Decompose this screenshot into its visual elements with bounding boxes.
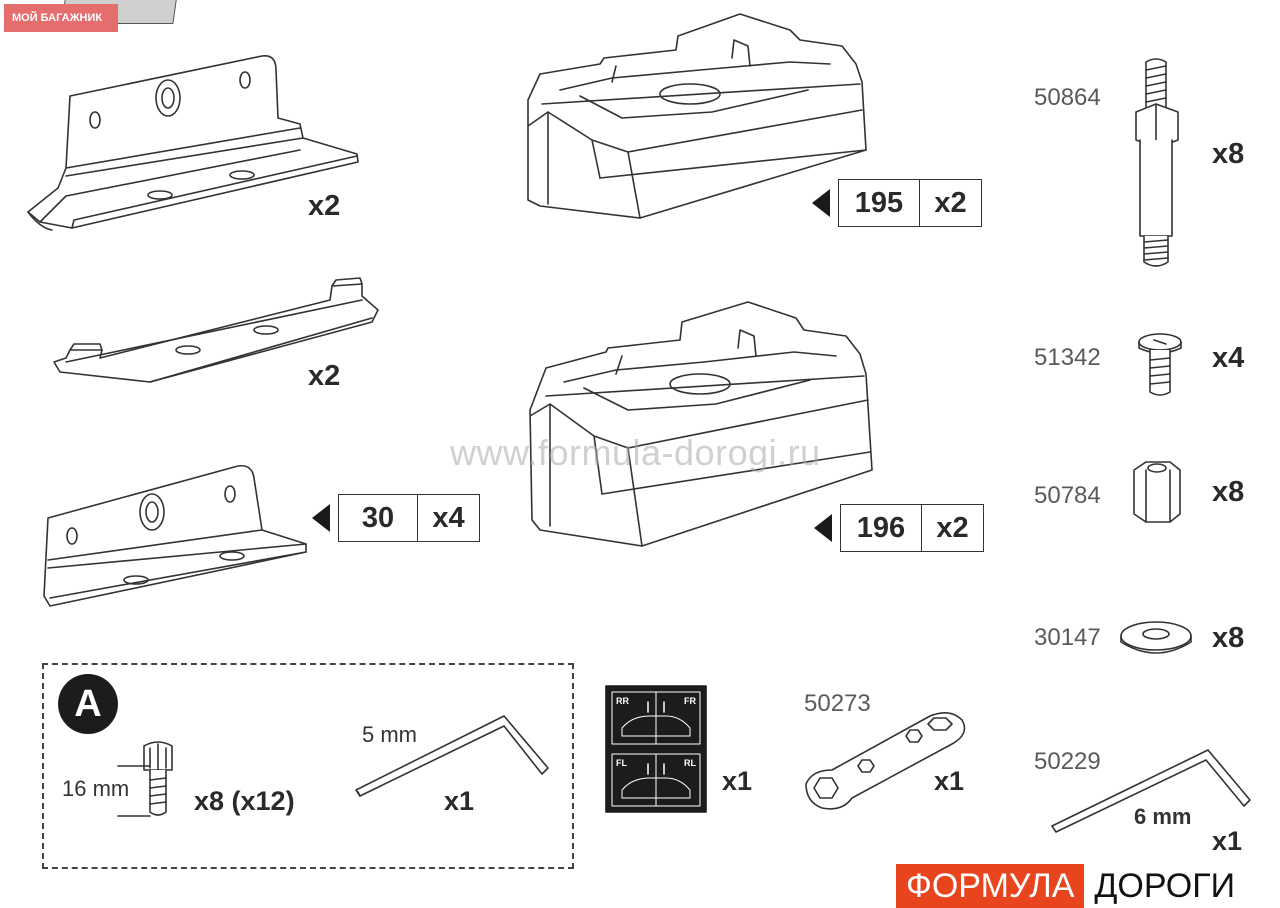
- foot-pad-196-icon: [530, 302, 872, 546]
- hex-key-6-code: 50229: [1034, 748, 1101, 775]
- sticker-label-rl: RL: [684, 758, 696, 768]
- wrench-code: 50273: [804, 690, 871, 717]
- brand-logo-black: ДОРОГИ: [1094, 866, 1236, 905]
- hardware-code-nut: 50784: [1034, 482, 1101, 509]
- pad-195-ref-box: 195 x2: [812, 179, 982, 227]
- site-badge[interactable]: МОЙ БАГАЖНИК: [4, 4, 118, 32]
- hardware-qty-screw: x4: [1212, 342, 1245, 374]
- brand-logo-red: ФОРМУЛА: [896, 864, 1085, 908]
- pad-195-ref-number: 195: [838, 179, 920, 227]
- pointer-arrow-icon: [312, 504, 330, 532]
- bracket-top-qty: x2: [308, 190, 341, 222]
- hardware-code-washer: 30147: [1034, 624, 1101, 651]
- bracket-angled-icon: [44, 466, 306, 606]
- hardware-code-stud: 50864: [1034, 84, 1101, 111]
- pad-196-ref-number: 196: [840, 504, 922, 552]
- kit-a-bolt-length: 16 mm: [62, 776, 130, 801]
- pointer-arrow-icon: [814, 514, 832, 542]
- hardware-code-screw: 51342: [1034, 344, 1101, 371]
- washer-icon: [1121, 622, 1191, 653]
- hex-key-6mm-icon: [1052, 750, 1250, 832]
- sticker-label-fl: FL: [616, 758, 627, 768]
- kit-a-key-qty: x1: [444, 786, 475, 816]
- bracket-flat-icon: [54, 278, 378, 382]
- bracket-ref-qty: x4: [418, 494, 480, 542]
- kit-a-bolt-qty: x8 (x12): [194, 786, 295, 816]
- bracket-middle-qty: x2: [308, 360, 341, 392]
- kit-a-frame: [42, 663, 574, 869]
- bracket-large-icon: [28, 56, 358, 230]
- pad-195-ref-qty: x2: [920, 179, 982, 227]
- hex-key-6-qty: x1: [1212, 826, 1243, 856]
- screw-icon: [1139, 334, 1181, 395]
- sticker-qty: x1: [722, 766, 753, 796]
- hardware-qty-stud: x8: [1212, 138, 1245, 170]
- brand-logo[interactable]: ФОРМУЛА ДОРОГИ: [896, 864, 1235, 908]
- kit-a-key-size: 5 mm: [362, 722, 417, 747]
- bracket-ref-box: 30 x4: [312, 494, 480, 542]
- pointer-arrow-icon: [812, 189, 830, 217]
- kit-a-badge: A: [58, 674, 118, 734]
- threaded-stud-icon: [1136, 59, 1178, 266]
- hardware-qty-nut: x8: [1212, 476, 1245, 508]
- pad-196-ref-box: 196 x2: [814, 504, 984, 552]
- position-sticker-icon: [606, 686, 706, 812]
- flat-wrench-icon: [806, 713, 964, 809]
- pad-196-ref-qty: x2: [922, 504, 984, 552]
- hex-key-6-size: 6 mm: [1134, 804, 1192, 829]
- hex-nut-icon: [1134, 462, 1180, 522]
- hex-key-5mm-icon: [356, 716, 548, 796]
- foot-pad-195-icon: [528, 14, 866, 218]
- watermark-url: www.formula-dorogi.ru: [450, 432, 821, 473]
- wrench-qty: x1: [934, 766, 965, 796]
- sticker-label-rr: RR: [616, 696, 629, 706]
- bracket-ref-number: 30: [338, 494, 418, 542]
- sticker-label-fr: FR: [684, 696, 696, 706]
- hardware-qty-washer: x8: [1212, 622, 1245, 654]
- socket-bolt-icon: [118, 742, 172, 816]
